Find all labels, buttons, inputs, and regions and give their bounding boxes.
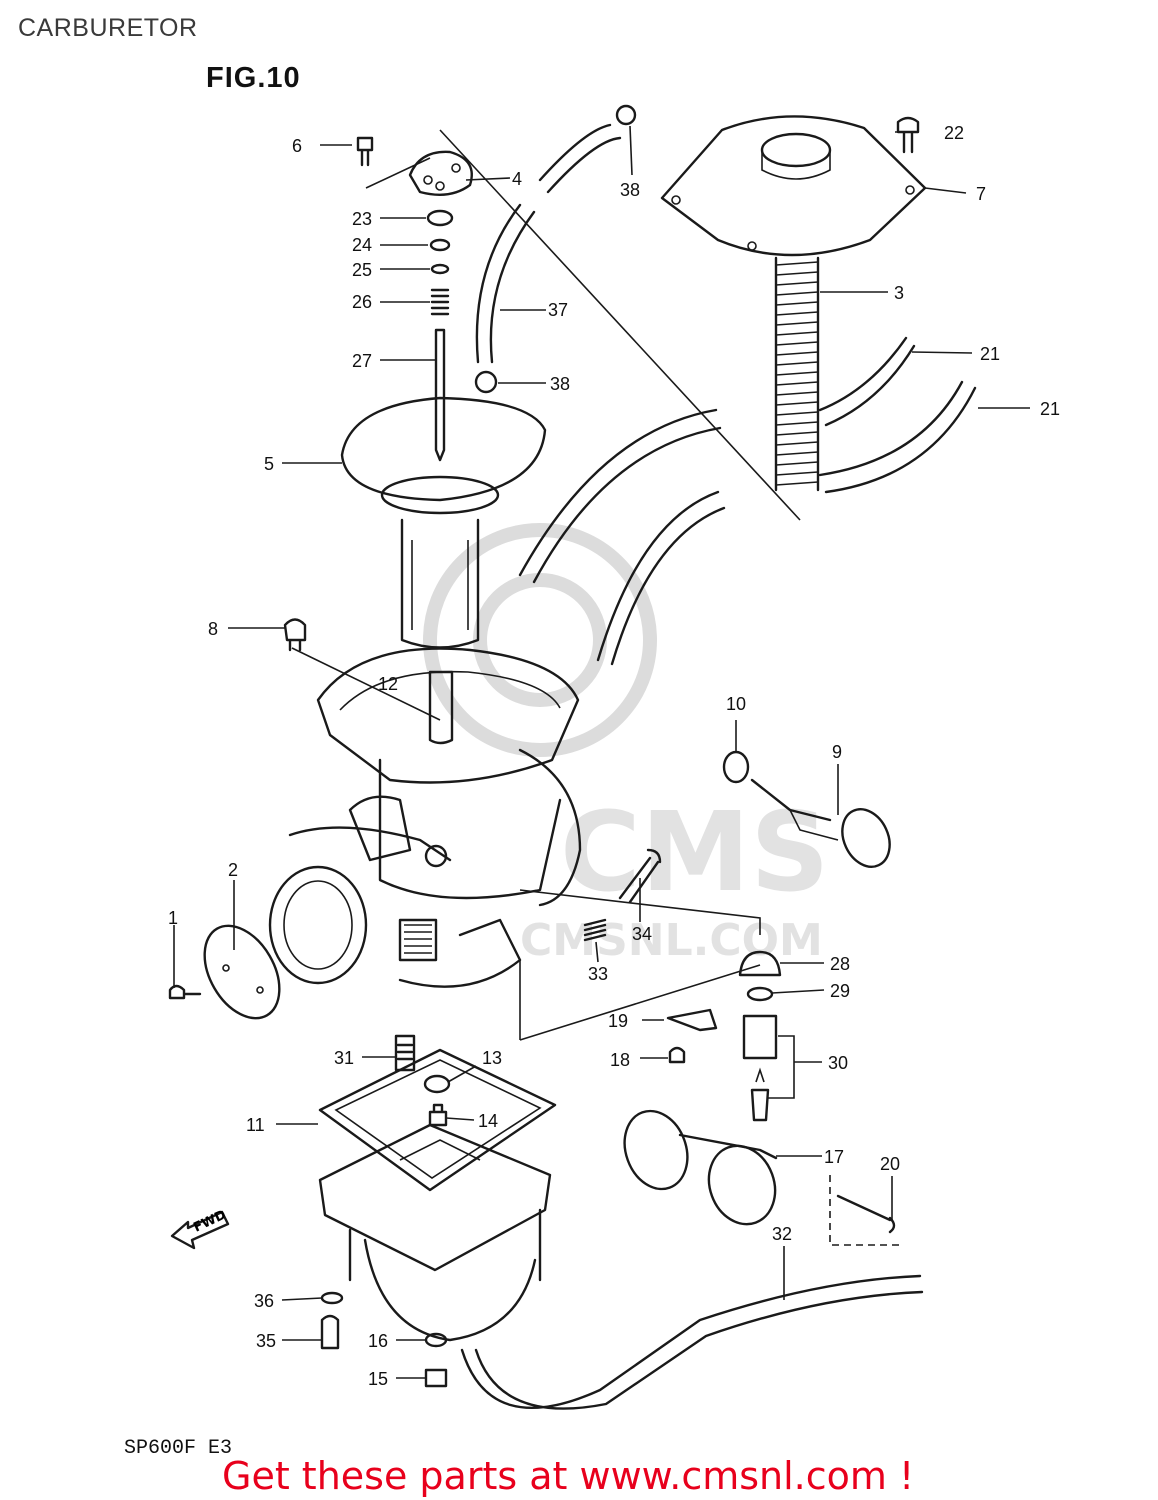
callout-16b: 16 xyxy=(368,1331,388,1351)
callout-25: 25 xyxy=(352,260,372,280)
callout-21b: 21 xyxy=(1040,399,1060,419)
callout-32: 32 xyxy=(772,1224,792,1244)
carburetor-body[interactable] xyxy=(268,647,582,988)
page-title: CARBURETOR xyxy=(18,14,198,42)
callout-8: 8 xyxy=(208,619,218,639)
needle-plate[interactable] xyxy=(408,150,473,196)
callout-9: 9 xyxy=(832,742,842,762)
callout-17: 17 xyxy=(824,1147,844,1167)
callout-34: 34 xyxy=(632,924,652,944)
gasket-11[interactable] xyxy=(318,1048,557,1192)
callout-19: 19 xyxy=(608,1011,628,1031)
screw-18[interactable] xyxy=(668,1046,686,1064)
hose-upper-long[interactable] xyxy=(518,408,722,584)
leader-lines xyxy=(173,125,1030,1379)
callout-13: 13 xyxy=(482,1048,502,1068)
callout-27: 27 xyxy=(352,351,372,371)
callout-36: 36 xyxy=(254,1291,274,1311)
callout-18: 18 xyxy=(610,1050,630,1070)
screw-1[interactable] xyxy=(168,984,202,1000)
pin-20[interactable] xyxy=(836,1194,896,1234)
figure-label: FIG.10 xyxy=(206,62,301,94)
callout-14: 14 xyxy=(478,1111,498,1131)
model-label: SP600F E3 xyxy=(124,1437,233,1460)
callout-7: 7 xyxy=(976,184,986,204)
callout-31: 31 xyxy=(334,1048,354,1068)
callout-38b: 38 xyxy=(550,374,570,394)
callout-12: 12 xyxy=(378,674,398,694)
callout-35: 35 xyxy=(256,1331,276,1351)
leader-frame-right xyxy=(519,889,761,935)
callout-37: 37 xyxy=(548,300,568,320)
float-bowl[interactable] xyxy=(318,1123,552,1342)
leader-frame-top xyxy=(439,129,801,521)
washer-36[interactable] xyxy=(320,1291,344,1305)
washer-13[interactable] xyxy=(423,1074,451,1094)
clip-19[interactable] xyxy=(666,1008,718,1032)
callouts: 6 4 23 24 25 26 27 37 38 38 22 7 3 21 21… xyxy=(168,123,1060,1389)
hose-21-lower[interactable] xyxy=(818,380,977,494)
leader-dash-20 xyxy=(829,1175,900,1246)
screw-35[interactable] xyxy=(320,1314,340,1350)
watermark-brand: CMS xyxy=(560,788,829,916)
drain-screw-15[interactable] xyxy=(424,1368,448,1388)
callout-1: 1 xyxy=(168,908,178,928)
callout-23: 23 xyxy=(352,209,372,229)
callout-21a: 21 xyxy=(980,344,1000,364)
spring[interactable] xyxy=(774,256,820,492)
callout-11: 11 xyxy=(246,1115,265,1135)
float-17[interactable] xyxy=(614,1102,786,1233)
callout-20: 20 xyxy=(880,1154,900,1174)
hose-37[interactable] xyxy=(475,203,536,364)
callout-10: 10 xyxy=(726,694,746,714)
jet-14[interactable] xyxy=(428,1103,448,1127)
callout-30: 30 xyxy=(828,1053,848,1073)
callout-33: 33 xyxy=(588,964,608,984)
washer-29[interactable] xyxy=(746,986,774,1002)
callout-26: 26 xyxy=(352,292,372,312)
hose-lower-long[interactable] xyxy=(596,490,726,666)
callout-24: 24 xyxy=(352,235,372,255)
needle-assembly[interactable] xyxy=(426,209,454,462)
clip-38-bottom[interactable] xyxy=(474,370,498,394)
watermark-url: CMSNL.COM xyxy=(520,915,823,966)
hose-top-38[interactable] xyxy=(538,123,622,194)
callout-2: 2 xyxy=(228,860,238,880)
callout-38a: 38 xyxy=(620,180,640,200)
screw-31[interactable] xyxy=(394,1034,416,1072)
choke-plunger-9[interactable] xyxy=(750,778,899,874)
screw-6[interactable] xyxy=(356,136,374,167)
callout-5: 5 xyxy=(264,454,274,474)
callout-15: 15 xyxy=(368,1369,388,1389)
side-cover-2[interactable] xyxy=(189,913,294,1032)
callout-29: 29 xyxy=(830,981,850,1001)
leader-frame-bottom xyxy=(519,964,761,1041)
callout-6: 6 xyxy=(292,136,302,156)
callout-4: 4 xyxy=(512,169,522,189)
screw-34[interactable] xyxy=(618,848,662,904)
ring-10[interactable] xyxy=(722,750,750,784)
callout-28: 28 xyxy=(830,954,850,974)
drain-hose-32[interactable] xyxy=(460,1274,924,1410)
callout-22: 22 xyxy=(944,123,964,143)
hose-21-upper[interactable] xyxy=(818,336,916,427)
cap-28[interactable] xyxy=(738,950,782,977)
watermark: CMS CMSNL.COM xyxy=(423,523,829,966)
top-cap[interactable] xyxy=(660,115,927,257)
screw-8[interactable] xyxy=(283,618,307,652)
callout-3: 3 xyxy=(894,283,904,303)
fwd-arrow: FWD xyxy=(170,1208,230,1250)
spring-33[interactable] xyxy=(583,918,607,942)
clip-38-top[interactable] xyxy=(615,104,637,126)
cta-link[interactable]: Get these parts at www.cmsnl.com ! xyxy=(222,1454,915,1498)
needle-valve-30[interactable] xyxy=(742,1014,778,1122)
screw-22[interactable] xyxy=(896,116,920,154)
